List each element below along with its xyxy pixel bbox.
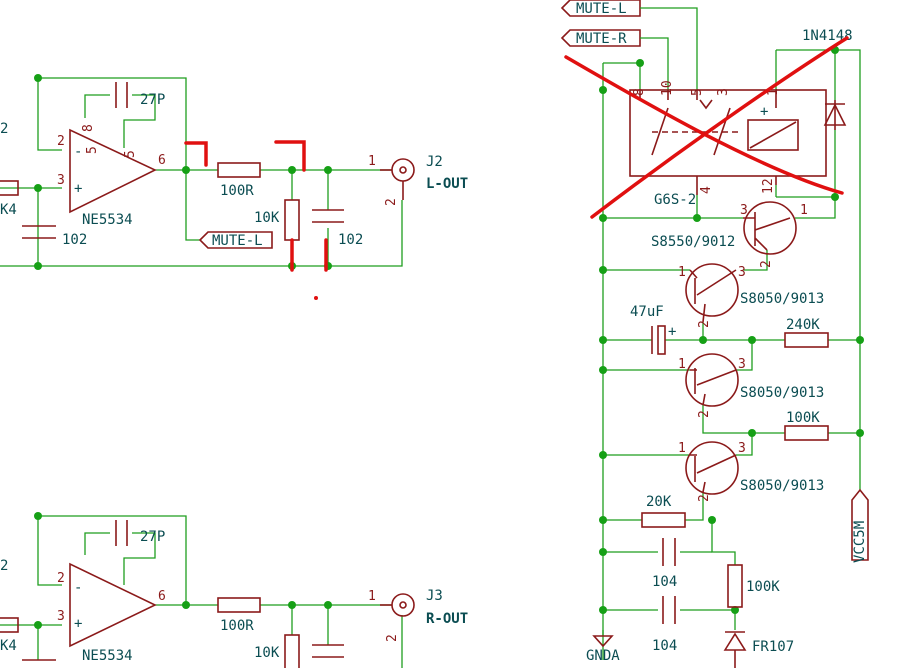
cut-label-left-bottom: K4 (0, 202, 17, 218)
resistor-10k-label-left: 10K (254, 210, 280, 226)
resistor-100r-label-right: 100R (220, 618, 254, 634)
svg-text:8: 8 (81, 124, 96, 132)
cut-label-left-top: 2 (0, 121, 8, 137)
transistor-s8050-1-label: S8050/9013 (740, 291, 824, 307)
svg-text:5: 5 (690, 88, 705, 96)
cap-104-label-a: 104 (652, 574, 677, 590)
opamp-ne5534-right (69, 562, 157, 648)
svg-text:8: 8 (632, 88, 647, 96)
svg-text:1: 1 (766, 88, 781, 96)
svg-text:3: 3 (738, 357, 746, 372)
resistor-100k-label-a: 100K (786, 410, 820, 426)
svg-text:2: 2 (57, 134, 65, 149)
resistor-240k-label: 240K (786, 317, 820, 333)
svg-text:1: 1 (678, 265, 686, 280)
svg-text:1: 1 (800, 203, 808, 218)
transistor-s8550-label: S8550/9012 (651, 234, 735, 250)
svg-text:6: 6 (158, 589, 166, 604)
svg-text:3: 3 (716, 88, 731, 96)
svg-text:2: 2 (384, 198, 399, 206)
relay-label: G6S-2 (654, 192, 696, 208)
cross-out-stroke-1 (564, 55, 844, 195)
vcc5m-label-text: VCC5M (852, 521, 868, 563)
cross-out-stroke-2 (590, 36, 849, 219)
svg-text:10: 10 (660, 80, 675, 96)
svg-text:3: 3 (738, 441, 746, 456)
relay-g6s2 (629, 89, 827, 177)
svg-text:12: 12 (761, 178, 776, 194)
svg-text:+: + (760, 104, 768, 120)
resistor-100k-label-b: 100K (746, 579, 780, 595)
svg-text:2: 2 (385, 634, 400, 642)
mute-l-net-label (198, 231, 273, 249)
svg-text:1: 1 (678, 441, 686, 456)
gnda-label: GNDA (586, 648, 620, 664)
resistor-20k-label: 20K (646, 494, 672, 510)
left-channel-section: - + 2 3 6 8 5 5 1 2 27P NE5534 102 100R … (0, 74, 468, 300)
svg-text:3: 3 (57, 609, 65, 624)
svg-text:1: 1 (368, 154, 376, 169)
svg-text:2: 2 (697, 410, 712, 418)
svg-text:5: 5 (85, 146, 100, 154)
transistor-s8550 (743, 201, 797, 255)
connector-name-l-out: L-OUT (426, 176, 468, 192)
cap-102-label-left-output: 102 (338, 232, 363, 248)
mute-l-label-top-text: MUTE-L (576, 1, 627, 17)
cap-104-label-b: 104 (652, 638, 677, 654)
svg-text:+: + (668, 324, 676, 340)
opamp-ne5534-left (69, 128, 157, 214)
svg-text:5: 5 (123, 150, 138, 158)
opamp-label-right: NE5534 (82, 648, 133, 664)
vcc5m-net-label (851, 488, 869, 561)
cap-102-label-left-input: 102 (62, 232, 87, 248)
svg-text:2: 2 (697, 320, 712, 328)
svg-text:2: 2 (57, 571, 65, 586)
transistor-s8050-1 (685, 263, 739, 317)
svg-text:+: + (74, 616, 82, 632)
cap-27p-label-left: 27P (140, 92, 165, 108)
cap-47uf-label: 47uF (630, 304, 664, 320)
transistor-s8050-2-label: S8050/9013 (740, 385, 824, 401)
resistor-100r-label-left: 100R (220, 183, 254, 199)
mute-control-section: MUTE-L MUTE-R (560, 0, 869, 668)
resistor-10k-label-right: 10K (254, 645, 280, 661)
svg-text:1: 1 (368, 589, 376, 604)
svg-text:2: 2 (759, 260, 774, 268)
transistor-s8050-2 (685, 353, 739, 407)
connector-ref-j2: J2 (426, 154, 443, 170)
svg-text:+: + (74, 181, 82, 197)
svg-text:-: - (74, 144, 82, 160)
right-channel-section: - + 2 3 6 1 2 27P NE5534 100R 10K J3 R-O… (0, 512, 468, 668)
mute-l-label-text: MUTE-L (212, 233, 263, 249)
connector-ref-j3: J3 (426, 588, 443, 604)
svg-text:3: 3 (740, 203, 748, 218)
svg-text:1: 1 (678, 357, 686, 372)
svg-text:4: 4 (699, 186, 714, 194)
opamp-label-left: NE5534 (82, 212, 133, 228)
svg-text:-: - (74, 580, 82, 596)
cut-label-right-bottom: K4 (0, 638, 17, 654)
cut-label-right-top: 2 (0, 558, 8, 574)
svg-text:2: 2 (697, 494, 712, 502)
connector-name-r-out: R-OUT (426, 611, 468, 627)
transistor-s8050-3-label: S8050/9013 (740, 478, 824, 494)
mute-r-label-top-text: MUTE-R (576, 31, 627, 47)
svg-text:3: 3 (57, 173, 65, 188)
svg-text:6: 6 (158, 153, 166, 168)
diode-fr107-label: FR107 (752, 639, 794, 655)
cap-27p-label-right: 27P (140, 529, 165, 545)
svg-text:3: 3 (738, 265, 746, 280)
diode-1n4148-label: 1N4148 (802, 28, 853, 44)
transistor-s8050-3 (685, 441, 739, 495)
